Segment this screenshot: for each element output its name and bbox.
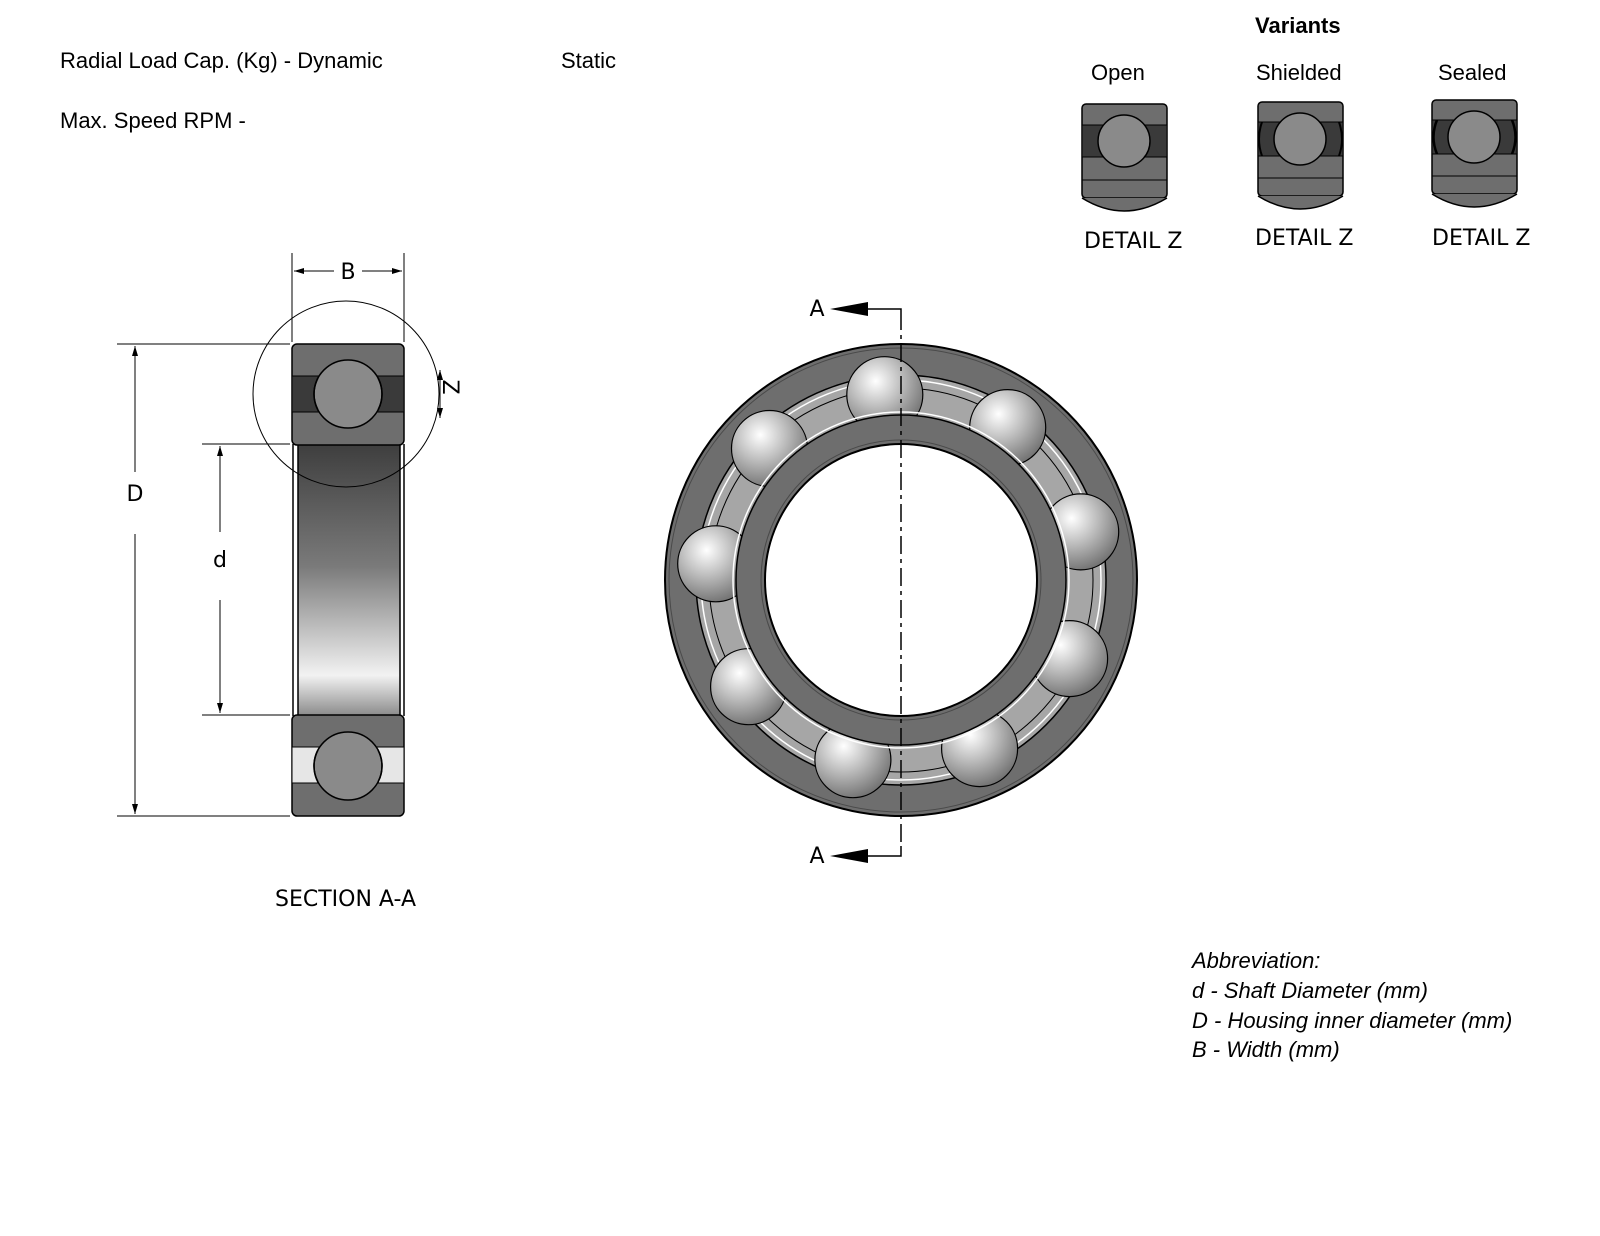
abbreviation-title: Abbreviation: [1192,948,1321,973]
variant-sealed-caption: DETAIL Z [1432,226,1531,251]
section-arrow-bottom [830,849,868,863]
max-speed-label: Max. Speed RPM - [60,108,246,133]
variant-open-detail [1081,103,1168,212]
dim-d-inner-label: d [213,548,227,573]
section-marker-top: A [809,297,824,322]
section-top-ball [313,359,383,429]
static-label: Static [561,48,617,73]
dim-d-outer-label: D [127,482,144,507]
abbreviation-width: B - Width (mm) [1192,1037,1340,1062]
load-capacity-label: Radial Load Cap. (Kg) - Dynamic [60,48,383,73]
section-arrow-top [830,302,868,316]
abbreviation-shaft: d - Shaft Diameter (mm) [1192,978,1428,1003]
variants-title: Variants [1255,13,1341,38]
front-view: A A [664,297,1138,869]
variant-shielded-caption: DETAIL Z [1255,226,1354,251]
section-view: Z B D d [117,253,462,817]
section-bottom-ball [313,731,383,801]
variant-sealed-label: Sealed [1438,60,1507,85]
variant-open-caption: DETAIL Z [1084,229,1183,254]
section-marker-bottom: A [809,844,824,869]
variant-open-label: Open [1091,60,1145,85]
detail-z-label: Z [437,379,462,394]
dim-b-label: B [340,260,355,285]
variant-sealed-detail [1431,99,1518,208]
abbreviation-housing: D - Housing inner diameter (mm) [1192,1008,1513,1033]
variant-shielded-label: Shielded [1256,60,1342,85]
section-bore [297,443,401,717]
section-caption: SECTION A-A [275,887,416,912]
variant-shielded-detail [1257,101,1344,210]
